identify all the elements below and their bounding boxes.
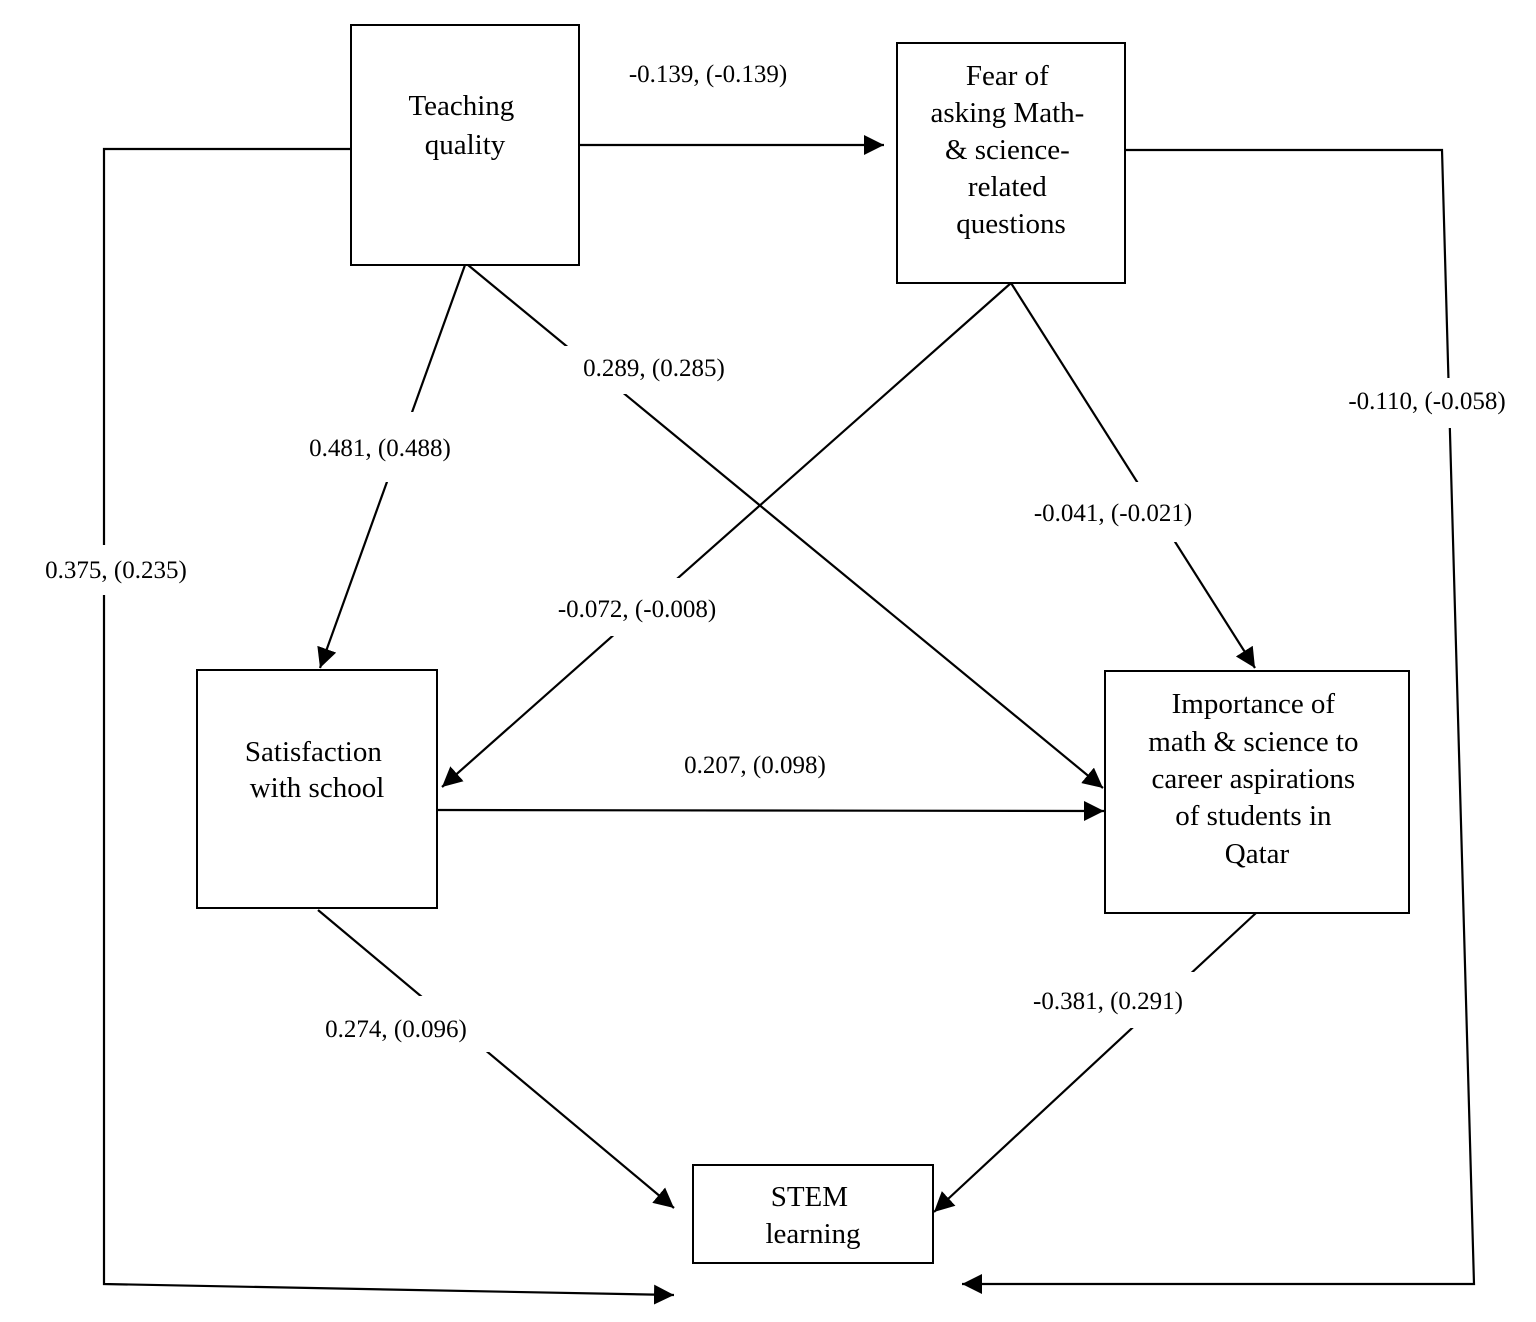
edge-importance-to-stem xyxy=(933,912,1257,1213)
edge-fear-to-importance xyxy=(1010,282,1256,669)
svg-text:Fear of asking Math-: Fear of asking Math- & science- related … xyxy=(930,60,1091,240)
svg-text:Importance of math & sci: Importance of math & science to career a… xyxy=(1148,688,1365,870)
edge-label-fear-to-satisfaction: -0.072, (-0.008) xyxy=(528,578,746,636)
svg-text:-0.381, (0.291): -0.381, (0.291) xyxy=(1033,988,1183,1015)
svg-text:0.289, (0.285): 0.289, (0.285) xyxy=(583,355,725,382)
edge-label-teaching-to-satisfaction: 0.481, (0.488) xyxy=(282,412,478,482)
node-satisfaction-with-school: Satisfaction with school xyxy=(196,669,438,909)
edge-teaching-to-stem xyxy=(102,147,675,1305)
svg-text:Satisfaction with school: Satisfaction with school xyxy=(245,736,389,804)
edge-label-fear-to-stem: -0.110, (-0.058) xyxy=(1330,378,1526,428)
edge-label-satisfaction-to-importance: 0.207, (0.098) xyxy=(684,752,826,779)
svg-text:0.207, (0.098): 0.207, (0.098) xyxy=(684,752,826,779)
edge-fear-to-stem xyxy=(962,148,1476,1294)
svg-text:0.481, (0.488): 0.481, (0.488) xyxy=(309,435,451,462)
node-fear-of-asking: Fear of asking Math- & science- related … xyxy=(896,42,1126,284)
svg-text:-0.110, (-0.058): -0.110, (-0.058) xyxy=(1348,388,1505,415)
svg-text:STEM learning: STEM learning xyxy=(765,1181,860,1250)
svg-text:-0.072, (-0.008): -0.072, (-0.008) xyxy=(558,596,716,623)
edge-label-fear-to-importance: -0.041, (-0.021) xyxy=(1004,482,1222,542)
node-importance-of-math-science: Importance of math & science to career a… xyxy=(1104,670,1410,914)
edge-label-satisfaction-to-stem: 0.274, (0.096) xyxy=(300,996,496,1052)
svg-text:0.375, (0.235): 0.375, (0.235) xyxy=(45,557,187,584)
svg-text:0.274, (0.096): 0.274, (0.096) xyxy=(325,1016,467,1043)
svg-text:-0.041, (-0.021): -0.041, (-0.021) xyxy=(1034,500,1192,527)
edge-satisfaction-to-stem xyxy=(317,909,675,1209)
edge-satisfaction-to-importance xyxy=(436,800,1105,821)
svg-text:Teaching quality: Teaching quality xyxy=(408,90,521,161)
edge-label-teaching-to-importance: 0.289, (0.285) xyxy=(548,346,758,394)
edge-label-teaching-to-fear: -0.139, (-0.139) xyxy=(629,61,787,88)
edge-fear-to-satisfaction xyxy=(441,282,1012,788)
node-teaching-quality: Teaching quality xyxy=(350,24,580,266)
svg-text:-0.139, (-0.139): -0.139, (-0.139) xyxy=(629,61,787,88)
node-stem-learning: STEM learning xyxy=(692,1164,934,1264)
edge-label-importance-to-stem: -0.381, (0.291) xyxy=(1010,972,1210,1028)
edge-label-teaching-to-stem: 0.375, (0.235) xyxy=(20,545,216,595)
